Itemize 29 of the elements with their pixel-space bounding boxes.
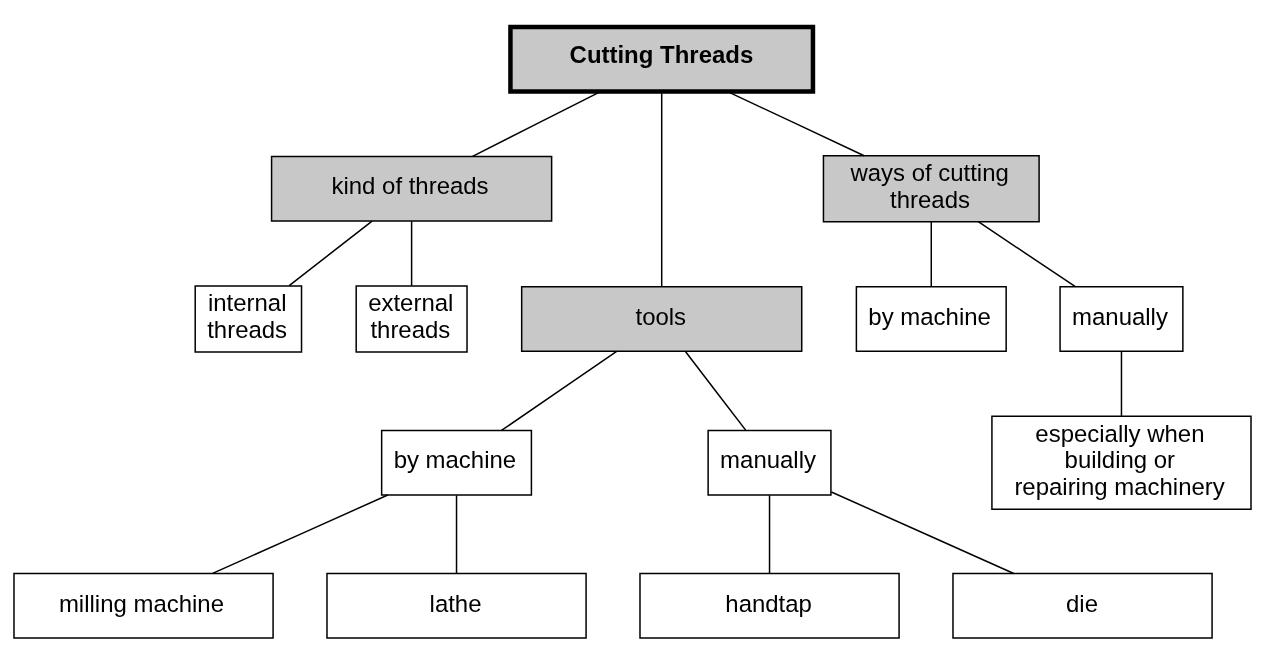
node-box: especially when building or repairing machinery xyxy=(991,415,1252,510)
connector xyxy=(288,219,373,286)
node-box: die xyxy=(952,572,1213,639)
node-box: by machine xyxy=(855,285,1007,352)
connector xyxy=(455,494,458,574)
node-box: internal threads xyxy=(194,284,303,353)
node-box: lathe xyxy=(326,572,587,639)
connector xyxy=(660,90,663,287)
connector xyxy=(977,220,1076,287)
connector xyxy=(726,90,865,156)
node-box: tools xyxy=(520,285,803,352)
node-box: milling machine xyxy=(13,572,274,639)
node-box: handtap xyxy=(639,572,900,639)
node-box: external threads xyxy=(355,284,468,353)
connector xyxy=(768,494,771,574)
connector xyxy=(471,90,602,157)
connector xyxy=(410,219,413,286)
connector xyxy=(930,220,932,287)
node-box: manually xyxy=(1059,285,1184,352)
node-box: ways of cutting threads xyxy=(822,154,1040,222)
node-box: kind of threads xyxy=(270,155,553,222)
node-box: by machine xyxy=(380,429,533,496)
connector xyxy=(684,350,747,431)
connector xyxy=(500,350,618,431)
node-box: Cutting Threads xyxy=(508,24,816,94)
node-box: manually xyxy=(707,429,832,496)
connector xyxy=(211,493,389,574)
connector xyxy=(830,490,1015,574)
connector xyxy=(1120,350,1123,417)
